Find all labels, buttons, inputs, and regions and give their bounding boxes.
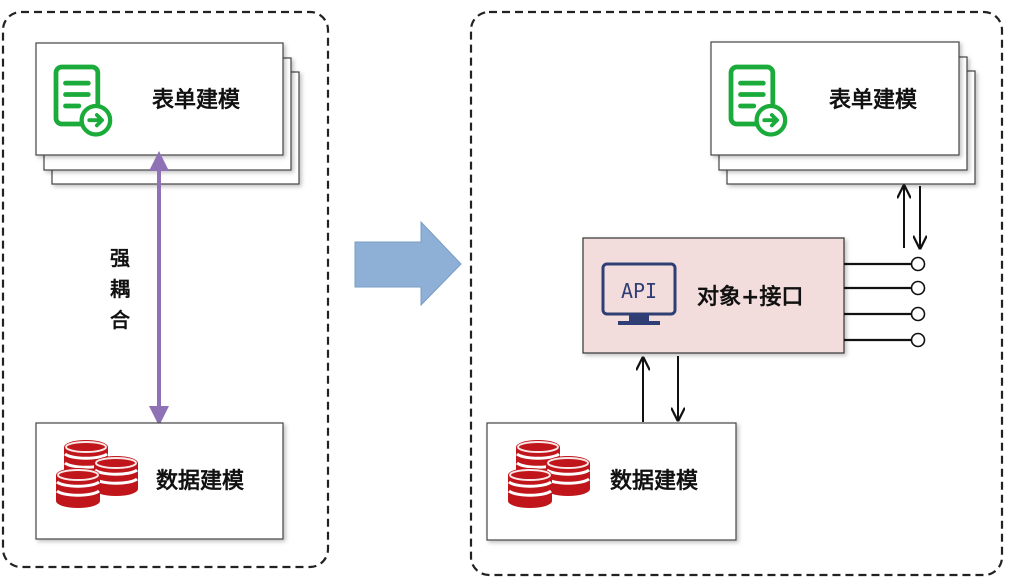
connector-pin-4 bbox=[910, 332, 926, 348]
after-form-card-stack: 表单建模 bbox=[710, 41, 976, 185]
interface-connectors bbox=[844, 256, 926, 348]
connector-pin-3 bbox=[910, 306, 926, 322]
api-box bbox=[582, 237, 845, 354]
api-badge: API bbox=[621, 279, 657, 303]
connector-pin-1 bbox=[910, 256, 926, 272]
after-form-label: 表单建模 bbox=[829, 88, 918, 113]
api-label: 对象+接口 bbox=[697, 284, 803, 310]
after-form-card bbox=[710, 41, 960, 156]
before-panel-border bbox=[1, 10, 330, 569]
coupling-char-1: 强 bbox=[110, 246, 130, 270]
coupling-char-2: 耦 bbox=[110, 277, 130, 301]
transition-arrow bbox=[354, 220, 462, 307]
connector-pin-2 bbox=[910, 280, 926, 296]
after-panel-border bbox=[469, 10, 1004, 577]
before-data-card-group: 数据建模 bbox=[35, 422, 284, 540]
before-form-card-stack: 表单建模 bbox=[35, 42, 300, 185]
before-data-label: 数据建模 bbox=[156, 468, 245, 494]
api-box-group: API 对象+接口 bbox=[582, 237, 845, 354]
after-data-label: 数据建模 bbox=[610, 468, 699, 494]
before-form-label: 表单建模 bbox=[152, 88, 241, 113]
api-monitor-icon: API bbox=[601, 262, 677, 325]
coupling-char-3: 合 bbox=[110, 308, 131, 332]
after-data-card-group: 数据建模 bbox=[486, 422, 737, 541]
coupling-label: 强 耦 合 bbox=[110, 246, 131, 332]
